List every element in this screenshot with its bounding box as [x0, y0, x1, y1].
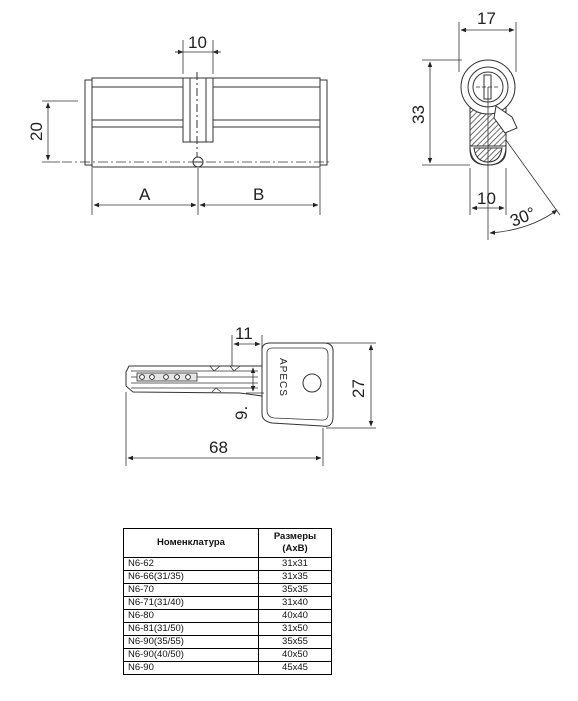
cell-size: 35x55: [258, 635, 332, 649]
dim-cam-width-label: 10: [188, 33, 207, 52]
cell-size: 31x50: [258, 622, 332, 636]
cell-name: N6-90: [123, 661, 259, 675]
cell-name: N6-71(31/40): [123, 596, 259, 610]
table-row: N6-71(31/40)31x40: [123, 596, 332, 610]
cell-size: 35x35: [258, 583, 332, 597]
dim-shoulder-label: 11: [235, 324, 253, 343]
dim-cam-base-label: 10: [477, 189, 496, 208]
key-brand-label: APECS: [277, 358, 288, 397]
table-row: N6-81(31/50)31x50: [123, 622, 332, 636]
cylinder-side-view: [422, 22, 561, 240]
cylinder-front-view: [42, 40, 330, 215]
dim-total-length-label: 68: [209, 438, 228, 457]
cell-name: N6-81(31/50): [123, 622, 259, 636]
dim-height-label: 20: [27, 122, 46, 141]
dim-head-height-label: 27: [349, 379, 368, 398]
dim-a-label: A: [139, 185, 151, 204]
cell-size: 31x40: [258, 596, 332, 610]
cell-size: 31x35: [258, 570, 332, 584]
cell-name: N6-90(35/55): [123, 635, 259, 649]
dim-angle-label: 30°: [507, 203, 538, 230]
dim-side-width-label: 17: [477, 9, 496, 28]
cell-size: 45x45: [258, 661, 332, 675]
cell-size: 40x50: [258, 648, 332, 662]
dim-b-label: B: [253, 185, 264, 204]
key-drawing: [125, 335, 376, 466]
table-row: N6-66(31/35)31x35: [123, 570, 332, 584]
cell-size: 40x40: [258, 609, 332, 623]
table-row: N6-90(40/50)40x50: [123, 648, 332, 662]
table-header-row: Номенклатура Размеры (AxB): [123, 528, 332, 558]
cell-name: N6-90(40/50): [123, 648, 259, 662]
table-row: N6-90(35/55)35x55: [123, 635, 332, 649]
cell-name: N6-80: [123, 609, 259, 623]
column-header-nomenclature: Номенклатура: [123, 528, 259, 558]
cell-name: N6-62: [123, 557, 259, 571]
cell-name: N6-66(31/35): [123, 570, 259, 584]
cell-size: 31x31: [258, 557, 332, 571]
dim-side-height-label: 33: [409, 105, 428, 124]
column-header-dimensions: Размеры (AxB): [258, 528, 332, 558]
cell-name: N6-70: [123, 583, 259, 597]
dim-blade-height-label: 9.: [232, 406, 251, 420]
